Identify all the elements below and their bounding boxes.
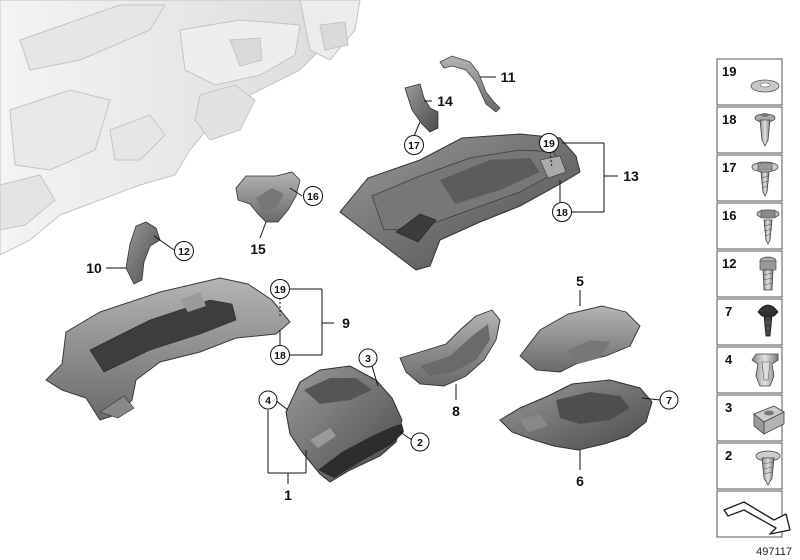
part-13-glovebox-frame — [339, 133, 581, 271]
callout-18-lower: 18 — [270, 345, 290, 365]
callout-labels: 2 3 4 7 12 16 17 19 — [86, 69, 679, 503]
hex-screw-icon — [759, 256, 777, 291]
callout-18-upper: 18 — [552, 202, 572, 222]
part-9-carrier — [45, 277, 291, 421]
side-label-2: 2 — [725, 448, 732, 463]
callout-9-label: 9 — [342, 315, 350, 331]
part-15-bracket — [235, 171, 301, 223]
side-label-4: 4 — [725, 352, 733, 367]
part-1-glovebox — [285, 365, 404, 483]
part-8-trim — [399, 309, 501, 387]
side-label-19: 19 — [722, 64, 736, 79]
part-10-bracket — [125, 221, 161, 285]
callout-2-label: 2 — [417, 437, 423, 449]
callout-3: 3 — [358, 348, 378, 368]
dashboard-outline — [0, 0, 361, 256]
callout-12-label: 12 — [178, 246, 190, 258]
callout-4: 4 — [258, 390, 278, 410]
callout-12: 12 — [174, 241, 194, 261]
side-label-17: 17 — [722, 160, 736, 175]
callout-5-label: 5 — [576, 273, 584, 289]
expanding-rivet-icon — [754, 113, 776, 147]
callout-2: 2 — [410, 432, 430, 452]
part-14-bracket — [404, 83, 439, 133]
callout-19-upper: 19 — [539, 133, 559, 153]
grommet-plug-icon — [757, 304, 779, 337]
callout-19-lower: 19 — [270, 279, 290, 299]
callout-3-label: 3 — [365, 353, 371, 365]
callout-13-label: 13 — [623, 168, 639, 184]
assembly-arrow-icon — [723, 501, 791, 535]
callout-7-label: 7 — [666, 395, 672, 407]
side-label-18: 18 — [722, 112, 736, 127]
callout-17-label: 17 — [408, 140, 420, 152]
washer-icon — [750, 79, 780, 93]
callout-14-label: 14 — [437, 93, 453, 109]
diagram-number: 497117 — [756, 546, 792, 558]
side-label-12: 12 — [722, 256, 736, 271]
callout-19-upper-label: 19 — [543, 138, 555, 150]
spring-clip-icon — [751, 353, 779, 387]
callout-10-label: 10 — [86, 260, 102, 276]
callout-18-lower-label: 18 — [274, 350, 286, 362]
callout-18-upper-label: 18 — [556, 207, 568, 219]
side-label-16: 16 — [722, 208, 736, 223]
tapping-screw-icon — [755, 450, 781, 486]
collar-screw-icon — [756, 209, 780, 245]
side-label-7: 7 — [725, 304, 732, 319]
parts-column-labels: 19 18 17 16 12 7 4 3 2 — [722, 64, 736, 463]
callout-11-label: 11 — [501, 69, 516, 85]
flange-screw-icon — [751, 161, 779, 197]
clip-nut-icon — [753, 405, 785, 435]
callout-6-label: 6 — [576, 473, 584, 489]
callout-7: 7 — [659, 390, 679, 410]
callout-17: 17 — [404, 135, 424, 155]
callout-1-label: 1 — [284, 487, 292, 503]
callout-16-label: 16 — [307, 191, 319, 203]
callout-8-label: 8 — [452, 403, 460, 419]
callout-4-label: 4 — [265, 395, 271, 407]
part-11-bracket — [439, 55, 501, 113]
part-5-cover — [519, 305, 641, 373]
callout-19-lower-label: 19 — [274, 284, 286, 296]
part-6-housing — [499, 379, 653, 451]
side-label-3: 3 — [725, 400, 732, 415]
callout-16: 16 — [303, 186, 323, 206]
callout-15-label: 15 — [250, 241, 266, 257]
